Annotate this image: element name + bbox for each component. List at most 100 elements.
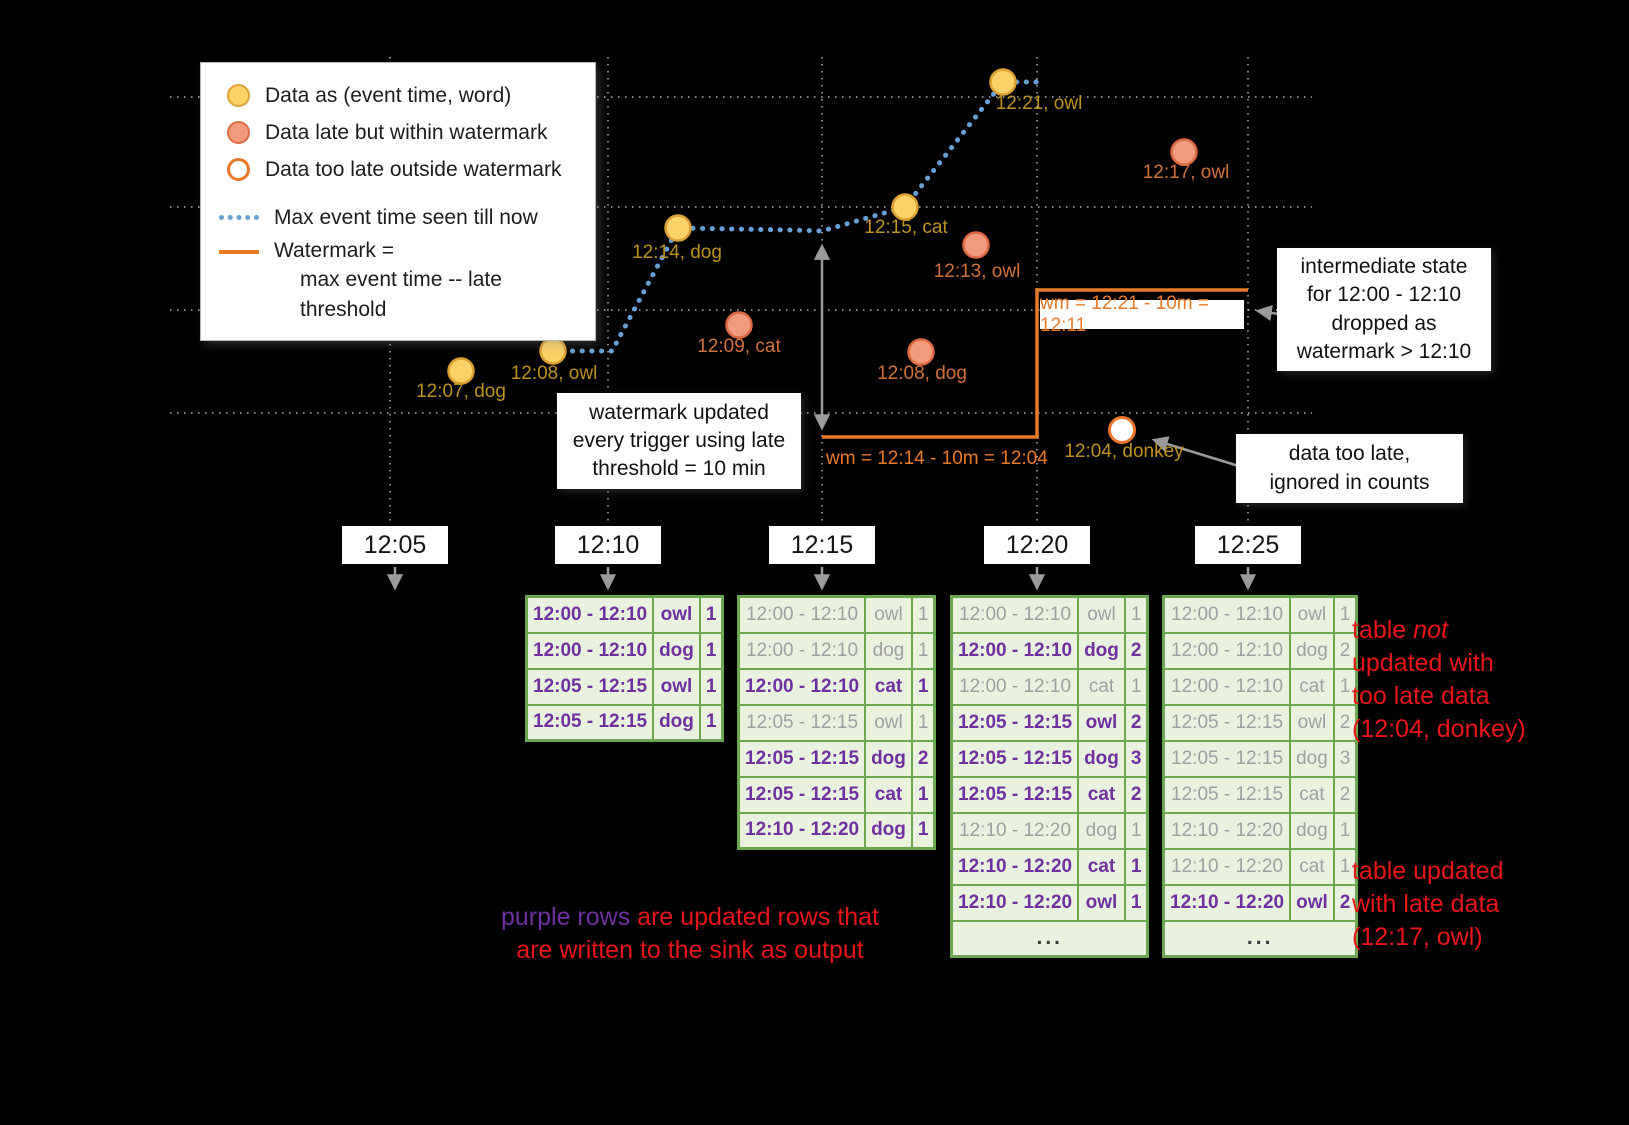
cell-word: owl: [1077, 703, 1126, 742]
cell-window: 12:00 - 12:10: [737, 631, 867, 670]
cell-count: 1: [1123, 595, 1149, 634]
point-label: 12:08, dog: [877, 363, 967, 384]
legend-item-max-event-time: Max event time seen till now: [219, 199, 577, 236]
cell-window: 12:10 - 12:20: [1162, 847, 1292, 886]
more-rows-ellipsis: ...: [950, 919, 1149, 958]
data-point-on-time: [539, 337, 567, 365]
cell-window: 12:10 - 12:20: [950, 847, 1080, 886]
legend-label: Watermark =: [274, 239, 394, 262]
data-point-late: [907, 338, 935, 366]
cell-window: 12:05 - 12:15: [1162, 775, 1292, 814]
point-label: 12:15, cat: [864, 217, 948, 238]
late-point-icon: [227, 121, 250, 144]
purple-rows-highlight: purple rows: [500, 903, 631, 931]
data-point-on-time: [989, 68, 1017, 96]
too-late-point-arrow: [1151, 436, 1243, 469]
cell-window: 12:05 - 12:15: [950, 739, 1080, 778]
cell-word: cat: [1077, 667, 1126, 706]
point-label: 12:07, dog: [416, 381, 506, 402]
cell-window: 12:00 - 12:10: [950, 631, 1080, 670]
cell-word: owl: [1289, 703, 1335, 742]
cell-window: 12:00 - 12:10: [1162, 631, 1292, 670]
cell-count: 1: [910, 667, 936, 706]
note-text: are updated rows that are written to the…: [516, 903, 879, 964]
point-label: 12:04, donkey: [1064, 441, 1184, 462]
callout-intermediate-state-dropped: intermediate state for 12:00 - 12:10 dro…: [1277, 248, 1491, 371]
cell-count: 1: [910, 595, 936, 634]
data-points-layer: [447, 68, 1198, 444]
cell-word: cat: [1077, 847, 1126, 886]
cell-word: owl: [652, 667, 701, 706]
cell-word: dog: [1077, 811, 1126, 850]
cell-window: 12:00 - 12:10: [950, 667, 1080, 706]
cell-word: cat: [1289, 667, 1335, 706]
time-label-12-20: 12:20: [984, 526, 1090, 564]
cell-window: 12:00 - 12:10: [737, 595, 867, 634]
cell-word: dog: [1289, 631, 1335, 670]
callout-data-too-late: data too late, ignored in counts: [1236, 434, 1463, 503]
cell-count: 1: [1332, 811, 1358, 850]
cell-count: 1: [698, 595, 724, 634]
legend-item-too-late: Data too late outside watermark: [219, 151, 577, 188]
on-time-point-icon: [227, 84, 250, 107]
cell-count: 1: [1123, 811, 1149, 850]
cell-word: cat: [864, 667, 913, 706]
legend-item-late: Data late but within watermark: [219, 114, 577, 151]
callout-watermark-update: watermark updated every trigger using la…: [557, 393, 801, 489]
cell-count: 1: [698, 667, 724, 706]
cell-window: 12:05 - 12:15: [525, 667, 655, 706]
cell-window: 12:10 - 12:20: [1162, 883, 1292, 922]
data-point-late: [962, 231, 990, 259]
legend-item-watermark: Watermark = max event time -- late thres…: [219, 236, 577, 324]
point-label: 12:17, owl: [1142, 162, 1230, 183]
legend-label-2: max event time -- late threshold: [300, 268, 502, 321]
cell-count: 1: [1123, 667, 1149, 706]
callout-text: intermediate state for 12:00 - 12:10 dro…: [1296, 255, 1472, 363]
cell-count: 1: [698, 631, 724, 670]
cell-word: dog: [864, 811, 913, 850]
cell-window: 12:05 - 12:15: [525, 703, 655, 742]
note-text: table: [1352, 616, 1414, 644]
trigger-time-arrows: [386, 567, 1257, 591]
cell-count: 2: [1123, 703, 1149, 742]
cell-window: 12:10 - 12:20: [950, 811, 1080, 850]
time-label-12-05: 12:05: [342, 526, 448, 564]
cell-window: 12:00 - 12:10: [525, 595, 655, 634]
note-purple-rows: purple rows are updated rows that are wr…: [475, 868, 905, 967]
note-text: table updated with late data (12:17, owl…: [1352, 857, 1504, 951]
point-label: 12:13, owl: [933, 261, 1021, 282]
cell-count: 2: [1332, 883, 1358, 922]
cell-window: 12:05 - 12:15: [737, 739, 867, 778]
cell-word: owl: [1289, 595, 1335, 634]
cell-window: 12:10 - 12:20: [737, 811, 867, 850]
cell-window: 12:05 - 12:15: [737, 775, 867, 814]
note-table-not-updated: table not updated with too late data (12…: [1352, 581, 1562, 746]
cell-word: dog: [652, 631, 701, 670]
ellipsis-text: ...: [1162, 919, 1358, 958]
cell-window: 12:05 - 12:15: [950, 775, 1080, 814]
data-point-late: [725, 311, 753, 339]
cell-window: 12:05 - 12:15: [1162, 703, 1292, 742]
cell-count: 3: [1332, 739, 1358, 778]
cell-word: cat: [1289, 775, 1335, 814]
cell-word: owl: [1077, 595, 1126, 634]
point-label: 12:21, owl: [995, 93, 1083, 114]
cell-word: owl: [864, 703, 913, 742]
cell-count: 2: [1332, 775, 1358, 814]
max-event-time-line: [550, 79, 1045, 354]
